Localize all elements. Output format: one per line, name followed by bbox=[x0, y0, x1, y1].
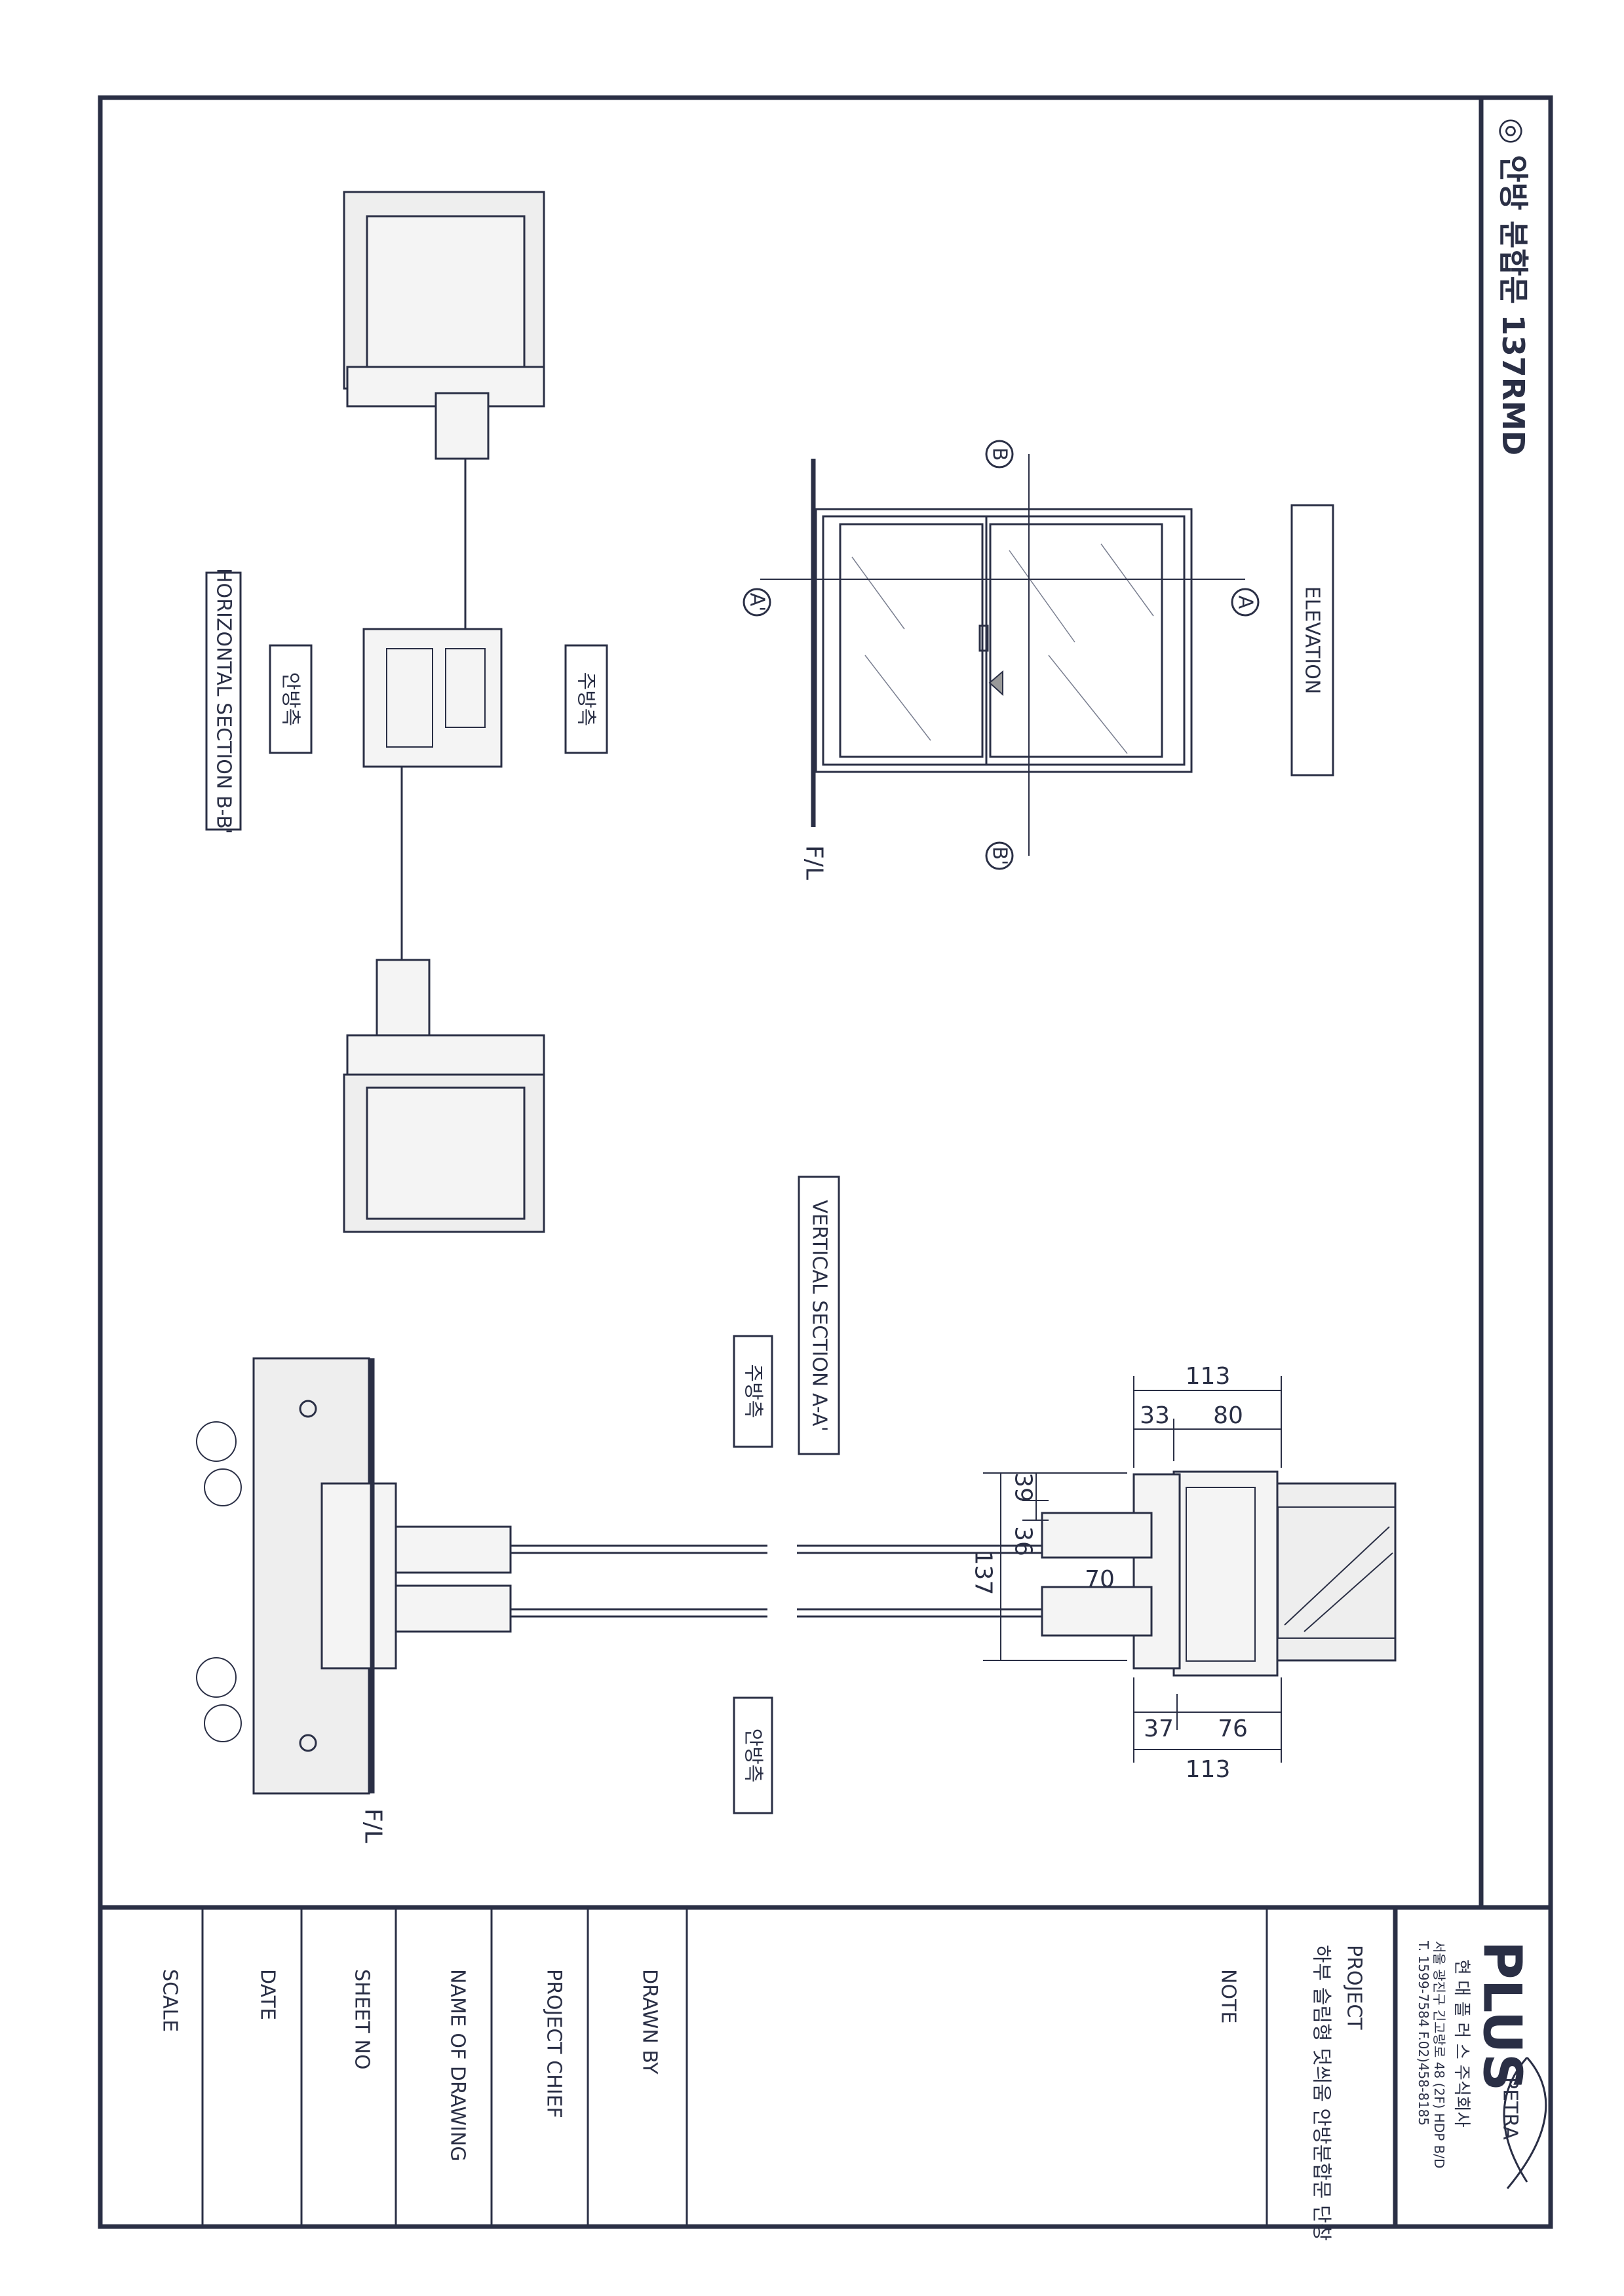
elevation-view: ELEVATION F/L B B' A A' bbox=[743, 440, 1334, 880]
sheet-no-label: SHEET NO bbox=[351, 1969, 374, 2069]
svg-text:PETRA: PETRA bbox=[1499, 2077, 1522, 2140]
dim-top-right: 80 bbox=[1213, 1402, 1243, 1429]
company-address: 서울 광진구 긴고랑로 48 (2F) HDP B/D bbox=[1431, 1941, 1447, 2168]
company-name: 현 대 플 러 스 주식회사 bbox=[1452, 1959, 1471, 2128]
floor-line-label: F/L bbox=[360, 1808, 387, 1843]
svg-text:A: A bbox=[1234, 596, 1257, 609]
dimension-lines bbox=[983, 1376, 1282, 1763]
name-of-drawing-label: NAME OF DRAWING bbox=[446, 1969, 469, 2162]
door-pane-lower bbox=[839, 523, 984, 758]
sill-sash-bottom bbox=[395, 1584, 512, 1633]
svg-text:B: B bbox=[988, 448, 1011, 461]
dim-top-left: 33 bbox=[1140, 1402, 1170, 1429]
anchor-icon bbox=[299, 1734, 317, 1752]
door-frame-inner bbox=[822, 515, 1186, 766]
kitchen-side-label: 주방측 bbox=[742, 1364, 765, 1419]
vertical-section: VERTICAL SECTION A-A' 주방측 안방측 bbox=[196, 1176, 1397, 1843]
dim-sash-depth: 70 bbox=[1085, 1566, 1115, 1593]
sash-rail-bottom bbox=[1041, 1586, 1153, 1637]
drawn-by-label: DRAWN BY bbox=[638, 1969, 661, 2075]
dim-bottom-total: 113 bbox=[1186, 1756, 1231, 1783]
handle-icon bbox=[978, 624, 989, 652]
section-marker-a-prime: A' bbox=[743, 588, 771, 617]
anchor-icon bbox=[299, 1400, 317, 1418]
horizontal-section-label: HORIZONTAL SECTION B-B' bbox=[212, 568, 235, 834]
elevation-label: ELEVATION bbox=[1301, 586, 1324, 695]
bedroom-side-label: 안방측 bbox=[279, 672, 302, 727]
petra-fish-logo: PETRA bbox=[1499, 2057, 1547, 2189]
title-block: SCALE DATE SHEET NO NAME OF DRAWING PROJ… bbox=[159, 1907, 1547, 2241]
section-marker-b-prime: B' bbox=[985, 841, 1014, 870]
bedroom-side-label: 안방측 bbox=[742, 1729, 765, 1783]
svg-text:A': A' bbox=[746, 593, 769, 612]
earth-hatch bbox=[196, 1421, 242, 1742]
dim-height-mid: 36 bbox=[1010, 1526, 1037, 1556]
company-logo: PLUS bbox=[1472, 1941, 1533, 2091]
kitchen-side-label: 주방측 bbox=[575, 672, 598, 727]
vertical-section-label: VERTICAL SECTION A-A' bbox=[808, 1200, 831, 1432]
adapter bbox=[1132, 1473, 1181, 1670]
floor-line-label: F/L bbox=[801, 845, 828, 880]
note-label: NOTE bbox=[1217, 1969, 1240, 2023]
section-marker-b: B bbox=[985, 440, 1014, 469]
section-marker-a: A bbox=[1231, 588, 1260, 617]
company-phone: T. 1599-7584 F.02)458-8185 bbox=[1416, 1940, 1431, 2126]
date-label: DATE bbox=[256, 1969, 279, 2020]
drawing-title: ◎ 안방 분합문 137RMD bbox=[1496, 118, 1531, 455]
elevation-label-box bbox=[1290, 504, 1334, 776]
project-label: PROJECT bbox=[1343, 1945, 1366, 2030]
sheet-border bbox=[98, 95, 1553, 2229]
dim-height-top: 39 bbox=[1010, 1472, 1037, 1502]
glass-reflection-lines bbox=[851, 543, 1154, 754]
door-frame-outer bbox=[815, 508, 1193, 773]
dim-bottom-right: 76 bbox=[1218, 1715, 1248, 1742]
sill-block bbox=[320, 1482, 397, 1670]
dim-height-total: 137 bbox=[970, 1550, 997, 1596]
sash-rail-top bbox=[1041, 1512, 1153, 1559]
sash-top bbox=[435, 392, 490, 460]
sill-sash-top bbox=[395, 1525, 512, 1574]
door-pane-upper bbox=[989, 523, 1163, 758]
horizontal-section: 주방측 안방측 HORIZONTAL SECTION B-B' bbox=[205, 191, 608, 1233]
frame-bottom bbox=[346, 1034, 545, 1076]
head-frame bbox=[1172, 1470, 1279, 1677]
project-chief-label: PROJECT CHIEF bbox=[543, 1969, 566, 2118]
scale-label: SCALE bbox=[159, 1969, 182, 2032]
opening-direction-triangle-icon bbox=[988, 670, 1003, 697]
glass-lines bbox=[509, 1544, 1042, 1618]
dim-bottom-left: 37 bbox=[1144, 1715, 1174, 1742]
dim-top-total: 113 bbox=[1186, 1363, 1231, 1390]
svg-text:B': B' bbox=[988, 847, 1011, 866]
project-name: 하부 슬림형 덧씌움 안방분합문 단창 bbox=[1310, 1945, 1333, 2241]
